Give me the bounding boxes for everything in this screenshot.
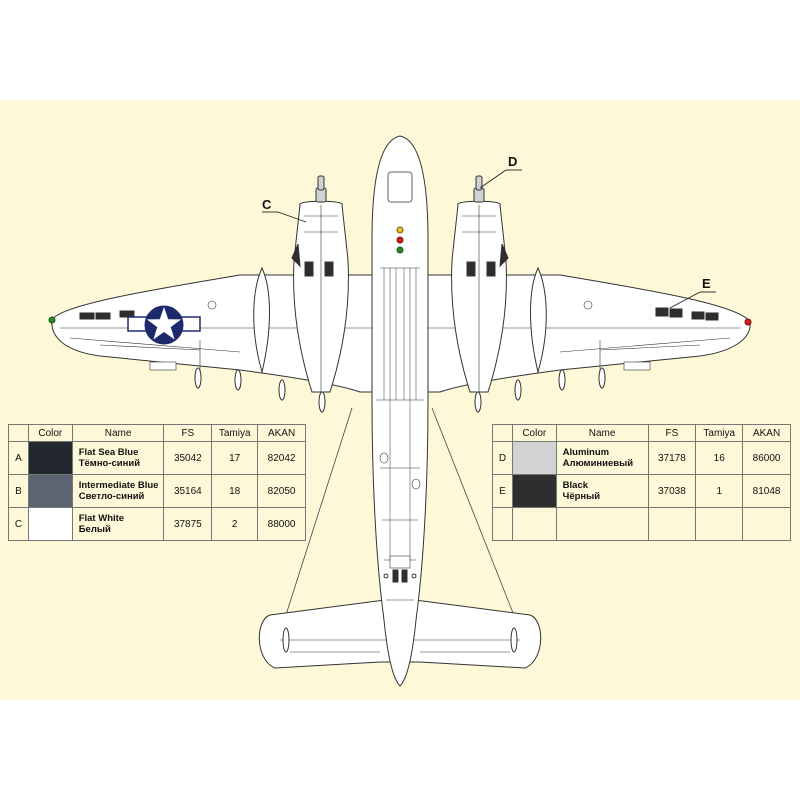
color-swatch bbox=[27, 507, 73, 541]
color-swatch bbox=[27, 474, 73, 508]
color-swatch bbox=[511, 474, 557, 508]
right-nav-light-red bbox=[744, 318, 752, 326]
fs-code bbox=[647, 507, 697, 541]
header-fs: FS bbox=[647, 424, 697, 442]
tamiya-code: 17 bbox=[211, 441, 259, 475]
color-name bbox=[555, 507, 649, 541]
fs-code: 35042 bbox=[163, 441, 213, 475]
akan-code: 86000 bbox=[742, 441, 791, 475]
fs-code: 37875 bbox=[163, 507, 213, 541]
callout-d bbox=[479, 169, 522, 189]
paint-table-left: Color Name FS Tamiya AKAN A Flat Sea Blu… bbox=[8, 424, 306, 541]
wing-black-panels bbox=[79, 307, 719, 321]
color-swatch bbox=[511, 441, 557, 475]
yellow-lamp bbox=[396, 226, 404, 234]
header-code bbox=[492, 424, 513, 442]
tamiya-code: 2 bbox=[211, 507, 259, 541]
table-header-row: Color Name FS Tamiya AKAN bbox=[8, 424, 306, 442]
header-color: Color bbox=[511, 424, 557, 442]
left-nav-light-green bbox=[48, 316, 56, 324]
fuselage bbox=[371, 135, 429, 687]
row-code: E bbox=[492, 474, 513, 508]
fs-code: 37178 bbox=[647, 441, 697, 475]
table-header-row: Color Name FS Tamiya AKAN bbox=[492, 424, 791, 442]
header-code bbox=[8, 424, 29, 442]
akan-code: 88000 bbox=[257, 507, 306, 541]
header-fs: FS bbox=[163, 424, 213, 442]
tamiya-code bbox=[695, 507, 744, 541]
callout-e bbox=[669, 291, 716, 309]
callout-c-label: C bbox=[262, 197, 272, 212]
header-tamiya: Tamiya bbox=[695, 424, 744, 442]
row-code: A bbox=[8, 441, 29, 475]
header-tamiya: Tamiya bbox=[211, 424, 259, 442]
tail-leader-lines bbox=[284, 407, 516, 619]
callout-d-label: D bbox=[508, 154, 517, 169]
tamiya-code: 18 bbox=[211, 474, 259, 508]
red-lamp bbox=[396, 236, 404, 244]
star-and-bar-roundel-icon bbox=[127, 305, 201, 345]
callout-c bbox=[262, 211, 307, 223]
header-color: Color bbox=[27, 424, 73, 442]
row-code bbox=[492, 507, 513, 541]
fs-code: 35164 bbox=[163, 474, 213, 508]
header-name: Name bbox=[555, 424, 649, 442]
table-row bbox=[492, 507, 791, 541]
right-engine-nacelle bbox=[451, 175, 509, 393]
akan-code bbox=[742, 507, 791, 541]
row-code: D bbox=[492, 441, 513, 475]
header-name: Name bbox=[71, 424, 165, 442]
akan-code: 82042 bbox=[257, 441, 306, 475]
header-akan: AKAN bbox=[742, 424, 791, 442]
fs-code: 37038 bbox=[647, 474, 697, 508]
row-code: B bbox=[8, 474, 29, 508]
color-swatch bbox=[27, 441, 73, 475]
drop-tanks bbox=[253, 266, 547, 374]
left-engine-nacelle bbox=[291, 175, 349, 393]
tamiya-code: 16 bbox=[695, 441, 744, 475]
row-code: C bbox=[8, 507, 29, 541]
aircraft-underside-drawing: C D E bbox=[48, 135, 752, 687]
header-akan: AKAN bbox=[257, 424, 306, 442]
green-lamp bbox=[396, 246, 404, 254]
tamiya-code: 1 bbox=[695, 474, 744, 508]
underwing-stores bbox=[194, 367, 606, 413]
akan-code: 82050 bbox=[257, 474, 306, 508]
color-swatch bbox=[511, 507, 557, 541]
akan-code: 81048 bbox=[742, 474, 791, 508]
callout-e-label: E bbox=[702, 276, 711, 291]
